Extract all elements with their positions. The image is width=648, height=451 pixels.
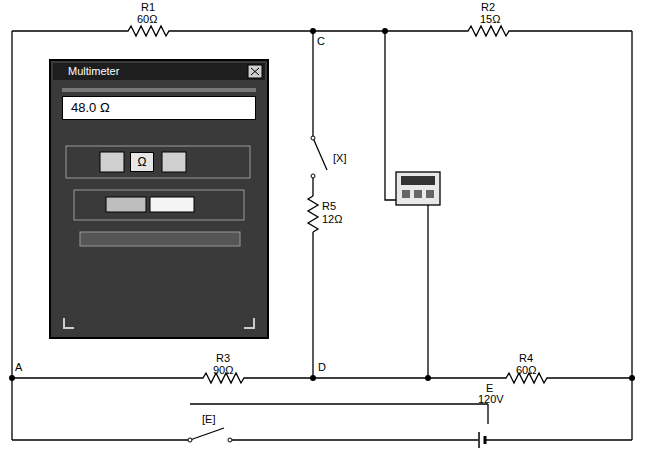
multimeter-window-text: Multimeter [50,60,268,78]
branch-wire [312,176,313,196]
junction-dot [425,375,431,381]
panel-corner [244,318,254,328]
meter-display-text: 48.0 Ω [63,97,255,118]
meter-panel [50,60,268,338]
panel-strip [62,88,256,92]
ohm-button: Ω [130,152,154,172]
source-wire [486,439,632,440]
branch-wire [312,232,313,378]
resistor-symbol [308,196,318,232]
battery-symbol [484,436,487,444]
switch-contact [311,174,315,178]
multimeter-icon [401,176,435,185]
panel-corner [64,318,74,328]
switch-contact [311,136,315,140]
resistor-label: R1 [141,1,155,13]
source-wire [230,439,478,440]
meter-button [162,152,186,172]
resistor-label: R5 [322,200,336,212]
scale-strip [80,232,240,246]
resistor-label: R2 [481,1,495,13]
junction-dot [629,375,635,381]
resistance-value: 12Ω [322,213,342,225]
r1-wire [12,26,313,36]
junction-dot [310,375,316,381]
switch-blade [190,428,224,440]
junction-dot [9,375,15,381]
node-label: D [318,361,326,373]
close-button [251,68,259,75]
r2-wire [313,26,632,36]
resistance-value: 60Ω [137,13,157,25]
branch-wire [312,31,313,138]
setting-row [74,190,244,220]
multimeter-icon [402,190,410,198]
button-row [66,146,250,178]
multimeter-icon [414,190,422,198]
close-button [251,68,259,75]
meter-button [100,152,124,172]
node-label: A [15,361,22,373]
multimeter-icon [396,172,440,205]
junction-dot [382,28,388,34]
voltage-value: 120V [478,393,504,405]
switch-blade [313,138,327,170]
resistor-label: R3 [216,352,230,364]
node-label: C [317,35,325,47]
resistance-value: 90Ω [213,364,233,376]
resistance-value: 60Ω [516,364,536,376]
multimeter-icon [426,190,434,198]
battery-symbol [478,432,480,448]
close-button [248,65,262,78]
switch-contact [228,438,232,442]
multimeter-window: Multimeter 48.0 Ω Ω [50,60,268,338]
switch-label: [X] [333,152,346,164]
r4-wire [313,373,632,383]
resistance-value: 15Ω [480,13,500,25]
source-wire [12,439,190,440]
meter-lead [385,31,396,200]
ohm-button-text: Ω [131,153,153,171]
source-wire [487,404,488,424]
source-wire [190,403,488,404]
switch-label: [E] [202,413,215,425]
meter-display: 48.0 Ω [62,96,256,120]
resistor-label: R4 [519,352,533,364]
setting-button [106,197,146,212]
meter-lead [427,205,428,378]
setting-button [150,197,194,212]
source-label: E [486,382,493,394]
r3-wire [12,373,313,383]
junction-dot [310,28,316,34]
switch-contact [188,438,192,442]
